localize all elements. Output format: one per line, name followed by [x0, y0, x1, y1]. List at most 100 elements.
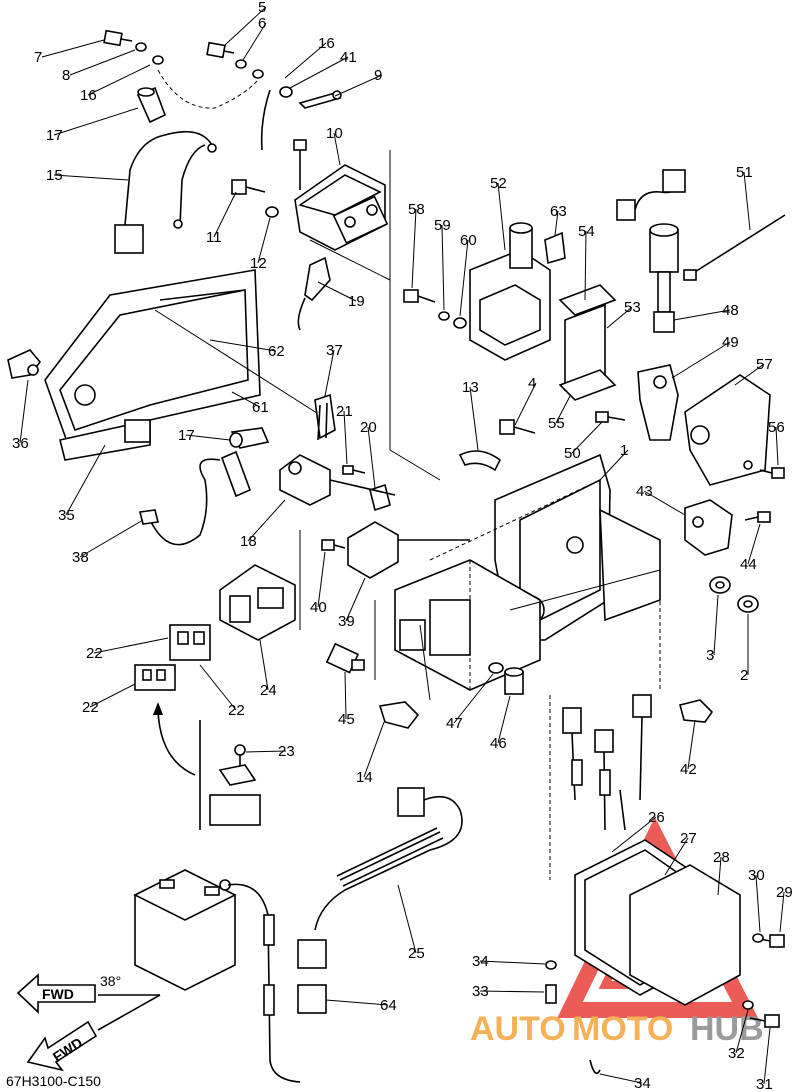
fwd-label-1: FWD — [42, 986, 74, 1002]
callout-22: 22 — [86, 645, 103, 662]
callout-leader-59 — [441, 224, 445, 311]
connector-64 — [297, 939, 327, 1014]
callout-51: 51 — [736, 164, 753, 181]
collar-46 — [504, 667, 524, 695]
clip-36 — [7, 349, 42, 379]
callout-leader-3 — [713, 594, 719, 656]
callout-leader-25 — [397, 884, 417, 954]
callout-62: 62 — [268, 343, 285, 360]
callout-61: 61 — [252, 399, 269, 416]
sensor-45 — [325, 642, 365, 674]
callout-leader-40 — [317, 551, 326, 608]
callout-leader-33 — [479, 990, 545, 993]
callout-leader-7 — [41, 39, 105, 58]
callout-leader-10 — [333, 132, 341, 166]
callout-16: 16 — [80, 87, 97, 104]
callout-28: 28 — [713, 849, 730, 866]
bracket-23 — [209, 764, 261, 826]
callout-46: 46 — [490, 735, 507, 752]
callout-54: 54 — [578, 223, 595, 240]
callout-55: 55 — [548, 415, 565, 432]
callout-leader-17 — [53, 107, 139, 136]
callout-leader-4 — [514, 382, 537, 426]
cable-tie-51 — [683, 214, 786, 281]
callout-leader-18 — [247, 499, 286, 542]
callout-leader-57 — [734, 363, 765, 386]
fuse-37 — [314, 393, 336, 441]
callout-leader-8 — [69, 49, 136, 76]
callout-leader-41 — [289, 56, 349, 89]
cable-15 — [114, 130, 217, 254]
regulator-43 — [684, 499, 733, 556]
pin-34 — [545, 960, 601, 1075]
callout-leader-45 — [344, 671, 347, 720]
clamp-20 — [369, 483, 391, 512]
callout-6: 6 — [258, 15, 266, 32]
callout-leader-22 — [93, 637, 169, 654]
callout-19: 19 — [348, 293, 365, 310]
fwd-arrow-bottom: FWD — [26, 1020, 98, 1072]
callout-leader-16 — [87, 64, 151, 96]
callout-34: 34 — [472, 953, 489, 970]
cable-38 — [139, 450, 252, 546]
callout-leader-22 — [89, 683, 136, 708]
washer-16b — [252, 69, 264, 79]
callout-48: 48 — [722, 302, 739, 319]
callout-2: 2 — [740, 667, 748, 684]
callout-leader-13 — [469, 386, 479, 451]
callout-50: 50 — [564, 445, 581, 462]
callout-17: 17 — [46, 127, 63, 144]
callout-leader-47 — [453, 673, 494, 724]
callout-34: 34 — [634, 1075, 651, 1092]
collar-2 — [737, 595, 759, 613]
callout-leader-28 — [717, 856, 722, 896]
callout-23: 23 — [278, 743, 295, 760]
callout-64: 64 — [380, 997, 397, 1014]
connector-22a — [169, 624, 211, 661]
washer-16a — [152, 55, 164, 65]
callout-57: 57 — [756, 356, 773, 373]
callout-27: 27 — [680, 830, 697, 847]
washer-60 — [453, 317, 467, 329]
washer-47 — [488, 662, 504, 674]
callout-12: 12 — [250, 255, 267, 272]
callout-leader-53 — [606, 306, 633, 329]
screw-56 — [759, 467, 785, 479]
callout-31: 31 — [756, 1076, 773, 1092]
washer-12 — [265, 206, 279, 218]
callout-32: 32 — [728, 1045, 745, 1062]
callout-58: 58 — [408, 201, 425, 218]
callout-17: 17 — [178, 427, 195, 444]
wire-loop-top — [157, 69, 259, 109]
terminal-9 — [298, 90, 342, 109]
callout-29: 29 — [776, 884, 793, 901]
callout-20: 20 — [360, 419, 377, 436]
bolt-5 — [206, 41, 235, 59]
callout-leader-51 — [743, 171, 751, 231]
callout-60: 60 — [460, 232, 477, 249]
watermark-auto: AUTO — [470, 1010, 566, 1048]
callout-leader-29 — [779, 891, 785, 933]
battery-lead — [227, 883, 301, 1083]
callout-leader-16 — [284, 42, 327, 79]
callout-leader-36 — [19, 379, 29, 444]
main-bracket-1 — [394, 453, 661, 691]
callout-leader-42 — [687, 719, 696, 770]
grommet-3 — [709, 576, 731, 594]
callout-9: 9 — [374, 67, 382, 84]
callout-leader-38 — [79, 519, 144, 558]
callout-leader-14 — [363, 721, 385, 778]
washer-32 — [742, 1000, 754, 1010]
washer-30 — [752, 933, 764, 943]
callout-22: 22 — [82, 699, 99, 716]
callout-33: 33 — [472, 983, 489, 1000]
screw-21 — [342, 465, 366, 475]
plate-57 — [684, 374, 771, 486]
callout-3: 3 — [706, 647, 714, 664]
callout-leader-23 — [245, 750, 287, 753]
callout-leader-1 — [599, 449, 629, 481]
callout-leader-48 — [673, 309, 731, 321]
callout-leader-63 — [554, 210, 559, 236]
callout-leader-46 — [497, 695, 511, 744]
callout-16: 16 — [318, 35, 335, 52]
